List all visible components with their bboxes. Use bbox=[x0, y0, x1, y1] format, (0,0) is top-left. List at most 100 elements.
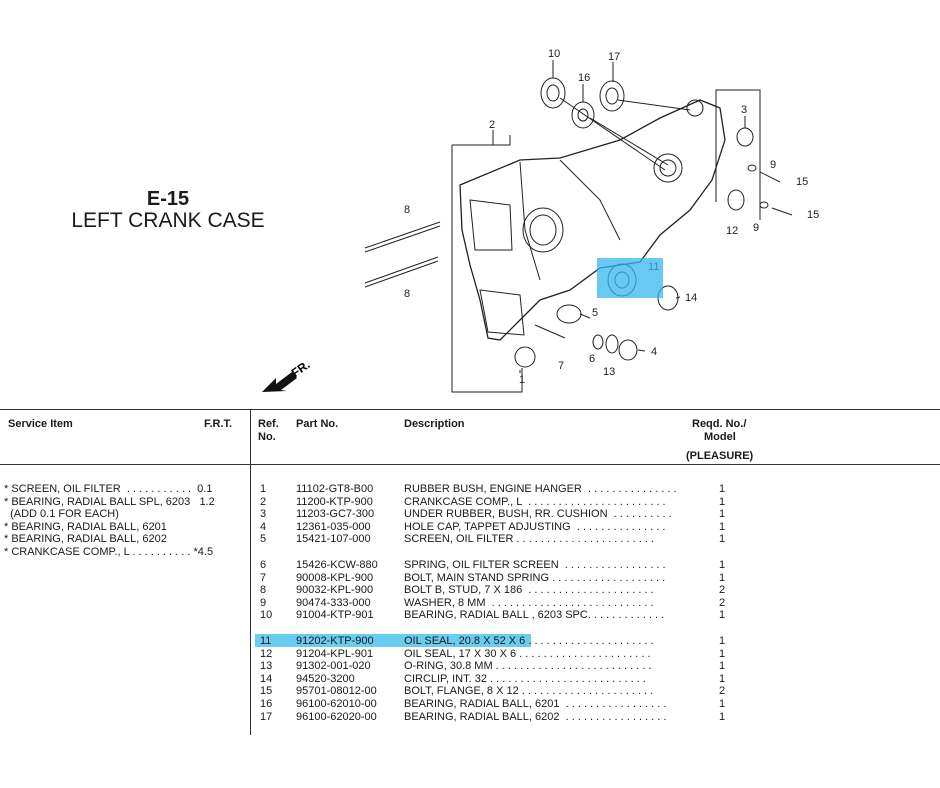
callout-number: 17 bbox=[608, 51, 620, 63]
table-cell-desc: OIL SEAL, 20.8 X 52 X 6 . . . . . . . . … bbox=[404, 635, 654, 647]
callout-number: 14 bbox=[685, 292, 697, 304]
callout-number: 8 bbox=[404, 204, 410, 216]
table-cell-qty: 1 bbox=[718, 571, 726, 584]
table-cell-qty: 1 bbox=[718, 710, 726, 723]
callout-number: 10 bbox=[548, 48, 560, 60]
table-cell-desc: UNDER RUBBER, BUSH, RR. CUSHION . . . . … bbox=[404, 508, 672, 521]
service-item: * SCREEN, OIL FILTER . . . . . . . . . .… bbox=[4, 483, 213, 495]
table-cell-qty: 1 bbox=[718, 483, 726, 495]
table-cell-part: 91302-001-020 bbox=[296, 660, 371, 673]
header-model: (PLEASURE) bbox=[686, 450, 754, 462]
table-cell-qty: 1 bbox=[718, 672, 726, 685]
table-cell-part: 11203-GC7-300 bbox=[296, 508, 375, 521]
header-part-no: Part No. bbox=[296, 418, 339, 430]
table-cell-desc: BOLT, MAIN STAND SPRING . . . . . . . . … bbox=[404, 571, 666, 584]
table-cell-ref: 11 bbox=[260, 635, 272, 647]
oil-seal-highlight bbox=[597, 258, 663, 298]
service-item: (ADD 0.1 FOR EACH) bbox=[4, 508, 119, 521]
table-cell-qty: 1 bbox=[718, 559, 726, 571]
callout-number: 6 bbox=[589, 353, 595, 365]
callout-number: 12 bbox=[726, 225, 738, 237]
header-description: Description bbox=[404, 418, 465, 430]
table-cell-qty: 2 bbox=[718, 596, 726, 609]
table-cell-qty: 1 bbox=[718, 660, 726, 673]
callout-number: 7 bbox=[558, 360, 564, 372]
crankcase-body bbox=[459, 99, 726, 341]
callout-number: 2 bbox=[489, 119, 495, 131]
callout-number: 4 bbox=[651, 346, 657, 358]
table-cell-qty: 1 bbox=[718, 533, 726, 546]
table-cell-ref: 5 bbox=[260, 533, 267, 546]
exploded-parts-diagram: FR. 10 17 16 2 3 9 15 15 9 12 8 8 11 14 … bbox=[262, 48, 819, 393]
callout-number: 1 bbox=[519, 374, 525, 386]
table-cell-qty: 1 bbox=[718, 635, 726, 647]
service-item: * BEARING, RADIAL BALL, 6202 bbox=[4, 533, 167, 546]
table-cell-qty: 2 bbox=[718, 685, 726, 698]
stud-upper bbox=[364, 221, 441, 249]
table-cell-part: 15426-KCW-880 bbox=[296, 559, 378, 571]
header-ref-line2: No. bbox=[258, 431, 276, 443]
bearing-17 bbox=[599, 80, 625, 112]
table-cell-ref: 6 bbox=[260, 559, 267, 571]
table-cell-part: 12361-035-000 bbox=[296, 520, 371, 533]
table-cell-ref: 13 bbox=[260, 660, 273, 673]
table-cell-desc: SCREEN, OIL FILTER . . . . . . . . . . .… bbox=[404, 533, 654, 546]
table-cell-ref: 4 bbox=[260, 520, 267, 533]
table-column-divider bbox=[250, 409, 251, 735]
table-cell-desc: SPRING, OIL FILTER SCREEN . . . . . . . … bbox=[404, 559, 666, 571]
table-cell-part: 95701-08012-00 bbox=[296, 685, 377, 698]
header-reqd-line1: Reqd. No./ bbox=[692, 418, 747, 430]
table-cell-qty: 1 bbox=[718, 698, 726, 710]
table-header-rule bbox=[0, 464, 940, 465]
table-cell-part: 11200-KTP-900 bbox=[296, 495, 373, 508]
callout-number: 5 bbox=[592, 307, 598, 319]
table-cell-part: 96100-62020-00 bbox=[296, 710, 377, 723]
callout-number: 3 bbox=[741, 104, 747, 116]
table-cell-desc: CRANKCASE COMP., L . . . . . . . . . . .… bbox=[404, 495, 666, 508]
table-cell-part: 15421-107-000 bbox=[296, 533, 371, 546]
table-cell-ref: 9 bbox=[260, 596, 267, 609]
table-cell-ref: 3 bbox=[260, 508, 267, 521]
header-reqd-line2: Model bbox=[704, 431, 736, 443]
table-cell-ref: 10 bbox=[260, 609, 273, 622]
table-cell-ref: 1 bbox=[260, 483, 267, 495]
table-cell-part: 90032-KPL-900 bbox=[296, 584, 374, 597]
rubber-bush-1 bbox=[514, 346, 536, 368]
diagram-code: E-15 bbox=[146, 188, 190, 210]
table-cell-desc: RUBBER BUSH, ENGINE HANGER . . . . . . .… bbox=[404, 483, 677, 495]
table-cell-ref: 14 bbox=[260, 672, 273, 685]
callout-number: 15 bbox=[807, 209, 819, 221]
header-frt: F.R.T. bbox=[204, 418, 233, 430]
table-cell-desc: BOLT B, STUD, 7 X 186 . . . . . . . . . … bbox=[404, 584, 654, 597]
table-cell-desc: WASHER, 8 MM . . . . . . . . . . . . . .… bbox=[404, 596, 654, 609]
table-cell-ref: 2 bbox=[260, 495, 267, 508]
table-cell-qty: 1 bbox=[718, 520, 726, 533]
table-cell-part: 91202-KTP-900 bbox=[296, 635, 374, 647]
callout-number: 16 bbox=[578, 72, 590, 84]
hole-cap-4 bbox=[618, 339, 638, 361]
row-11-highlight bbox=[255, 634, 531, 647]
callout-number: 9 bbox=[753, 222, 759, 234]
table-top-rule bbox=[0, 409, 940, 410]
table-cell-desc: BOLT, FLANGE, 8 X 12 . . . . . . . . . .… bbox=[404, 685, 654, 698]
table-cell-desc: BEARING, RADIAL BALL , 6203 SPC. . . . .… bbox=[404, 609, 665, 622]
bearing-16 bbox=[571, 101, 595, 129]
header-service-item: Service Item bbox=[8, 418, 73, 430]
table-cell-desc: CIRCLIP, INT. 32 . . . . . . . . . . . .… bbox=[404, 672, 646, 685]
table-cell-qty: 2 bbox=[718, 584, 726, 597]
table-cell-part: 96100-62010-00 bbox=[296, 698, 377, 710]
service-item: * BEARING, RADIAL BALL SPL, 6203 1.2 bbox=[4, 495, 215, 508]
stud-lower bbox=[364, 256, 439, 284]
oil-screen-5 bbox=[556, 304, 582, 324]
service-item: * BEARING, RADIAL BALL, 6201 bbox=[4, 520, 167, 533]
callout-number: 8 bbox=[404, 288, 410, 300]
header-ref-line1: Ref. bbox=[258, 418, 279, 430]
callout-number: 15 bbox=[796, 176, 808, 188]
table-cell-qty: 1 bbox=[718, 495, 726, 508]
table-cell-desc: O-RING, 30.8 MM . . . . . . . . . . . . … bbox=[404, 660, 652, 673]
table-cell-qty: 1 bbox=[718, 609, 726, 622]
crankcase-outline bbox=[451, 145, 523, 393]
table-cell-part: 90008-KPL-900 bbox=[296, 571, 374, 584]
callout-number: 9 bbox=[770, 159, 776, 171]
table-cell-ref: 16 bbox=[260, 698, 273, 710]
